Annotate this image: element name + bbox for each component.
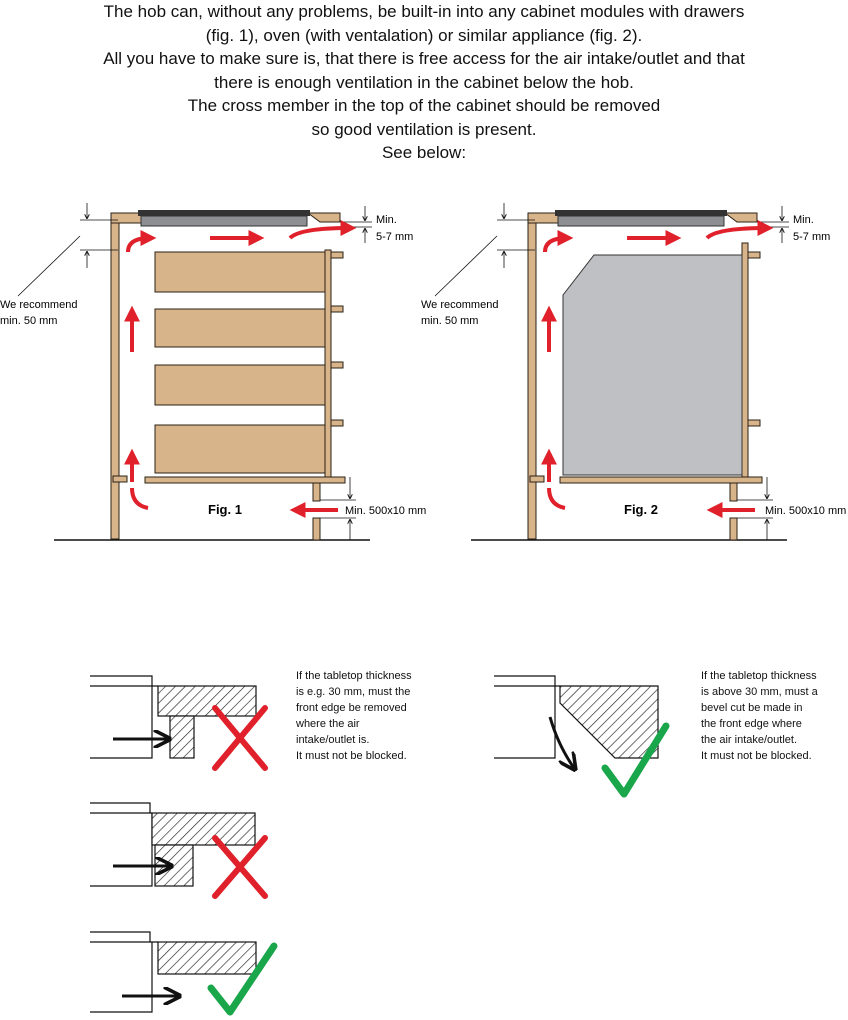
door-hinge <box>747 419 761 427</box>
intro-line: The hob can, without any problems, be bu… <box>103 2 745 21</box>
worktop-right <box>723 212 758 223</box>
recommend-label: We recommend <box>421 299 498 311</box>
note-line: is e.g. 30 mm, must the <box>296 686 411 698</box>
worktop-outline <box>90 931 151 942</box>
cross-icon <box>212 705 268 771</box>
tabletop-section <box>151 812 256 846</box>
airflow-arrow <box>126 230 157 253</box>
note-line: front edge be removed <box>296 702 407 714</box>
cabinet-outline <box>90 942 153 1013</box>
plinth-upper <box>312 482 321 502</box>
airflow-arrow <box>547 487 566 510</box>
note-line: bevel cut be made in <box>701 702 803 714</box>
shelf-stub <box>112 475 128 483</box>
note-line: is above 30 mm, must a <box>701 686 818 698</box>
plinth-lower <box>312 517 321 541</box>
gap-label: Min. <box>793 214 814 226</box>
front-edge-section <box>169 715 195 759</box>
note-line: the front edge where <box>701 718 802 730</box>
intro-line: there is enough ventilation in the cabin… <box>214 72 634 92</box>
bottom-gap-label: Min. 500x10 mm <box>345 505 426 517</box>
gap-label: 5-7 mm <box>376 231 413 243</box>
leader-line <box>17 235 81 297</box>
intro-line: All you have to make sure is, that there… <box>103 49 745 68</box>
check-icon <box>207 942 278 1016</box>
cabinet-side-left <box>110 222 120 540</box>
drawer-handle <box>330 251 344 259</box>
hob-body <box>557 215 725 227</box>
leader-line <box>434 235 498 297</box>
worktop-left <box>110 212 142 224</box>
drawer-handle <box>330 361 344 369</box>
recommend-label: min. 50 mm <box>421 315 478 327</box>
hob-glass <box>555 210 727 216</box>
cabinet-outline <box>90 686 153 759</box>
hob-glass <box>138 210 310 216</box>
bottom-shelf <box>559 476 763 484</box>
drawer <box>154 308 326 348</box>
door-hinge <box>747 251 761 259</box>
note-bevel-cut: If the tabletop thickness is above 30 mm… <box>701 668 818 764</box>
airflow-arrow <box>705 220 774 240</box>
detail-front-edge-blocked <box>90 675 268 771</box>
gap-label: Min. <box>376 214 397 226</box>
figure-1: Min. 5-7 mm We recommend min. 50 mm Min.… <box>0 203 426 541</box>
check-icon <box>601 722 670 798</box>
note-line: intake/outlet is. <box>296 734 370 746</box>
intro-line: The cross member in the top of the cabin… <box>187 96 661 115</box>
worktop-right <box>306 212 341 223</box>
hob-body <box>140 215 308 227</box>
tabletop-section <box>157 685 257 717</box>
intro-line: (fig. 1), oven (with ventalation) or sim… <box>205 25 643 45</box>
recommend-label: We recommend <box>0 299 77 311</box>
note-line: It must not be blocked. <box>701 750 812 762</box>
detail-front-edge-removed <box>90 931 278 1016</box>
drawer <box>154 251 326 293</box>
cabinet-side-left <box>527 222 537 540</box>
note-front-edge: If the tabletop thickness is e.g. 30 mm,… <box>296 668 412 764</box>
drawer <box>154 364 326 406</box>
airflow-arrow <box>548 716 574 768</box>
airflow-arrow <box>543 230 574 253</box>
cabinet-outline <box>90 813 153 887</box>
worktop-outline <box>90 802 151 813</box>
note-line: If the tabletop thickness <box>296 670 412 682</box>
cross-icon <box>212 835 268 899</box>
worktop-left <box>527 212 559 224</box>
note-line: It must not be blocked. <box>296 750 407 762</box>
beveled-tabletop-section <box>559 685 659 759</box>
detail-bevel-cut <box>494 675 670 798</box>
figure-caption: Fig. 2 <box>624 502 658 517</box>
worktop-outline <box>494 675 556 686</box>
drawer-handle <box>330 305 344 313</box>
recommend-label: min. 50 mm <box>0 315 57 327</box>
oven-appliance <box>562 254 743 476</box>
note-line: If the tabletop thickness <box>701 670 817 682</box>
worktop-outline <box>90 675 153 686</box>
note-line: the air intake/outlet. <box>701 734 798 746</box>
figure-2: Min. 5-7 mm We recommend min. 50 mm Min.… <box>421 203 846 541</box>
drawer <box>154 424 326 474</box>
gap-label: 5-7 mm <box>793 231 830 243</box>
plinth-upper <box>729 482 738 502</box>
airflow-arrow <box>288 220 357 240</box>
bottom-gap-label: Min. 500x10 mm <box>765 505 846 517</box>
cabinet-side-right <box>324 249 332 479</box>
shelf-stub <box>529 475 545 483</box>
figure-caption: Fig. 1 <box>208 502 242 517</box>
intro-line: See below: <box>381 143 467 162</box>
cabinet-outline <box>494 686 556 759</box>
intro-line: so good ventilation is present. <box>311 119 537 139</box>
drawer-handle <box>330 419 344 427</box>
airflow-arrow <box>130 487 149 510</box>
detail-front-edge-blocked-2 <box>90 802 268 899</box>
intro-text: The hob can, without any problems, be bu… <box>0 0 848 165</box>
plinth-lower <box>729 517 738 541</box>
bottom-shelf <box>144 476 346 484</box>
cabinet-side-right <box>741 242 749 479</box>
tabletop-section <box>157 941 257 975</box>
note-line: where the air <box>296 718 360 730</box>
